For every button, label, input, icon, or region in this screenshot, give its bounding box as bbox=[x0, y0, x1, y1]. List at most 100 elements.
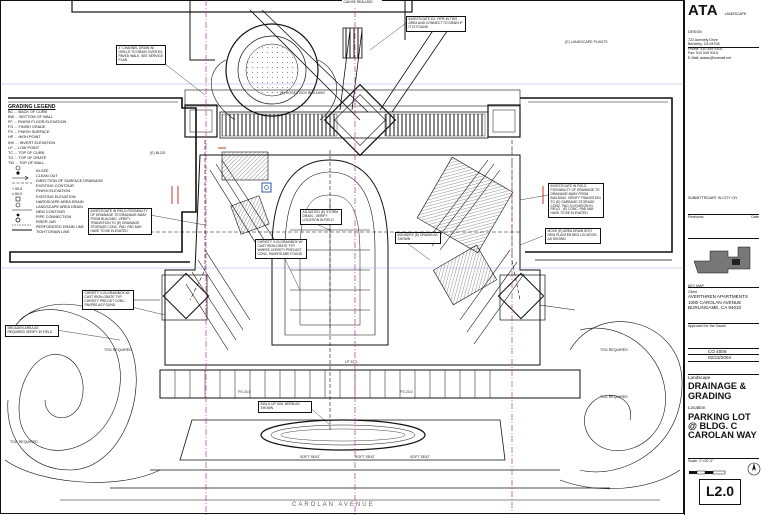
legend-symbol-glyphs: + 00.0 x 00.0 bbox=[12, 165, 32, 231]
label-elevation: SOFT SEAT bbox=[355, 455, 375, 459]
legend-abbrev: FF ... FINISH FLOOR ELEVATION bbox=[8, 120, 67, 125]
legend-symbol: EXISTING ELEVATION bbox=[36, 194, 76, 199]
legend-abbrev: TW ... TOP OF WALL bbox=[8, 160, 45, 165]
legend-abbrev: BC ... BACK OF CURB bbox=[8, 110, 48, 114]
legend-abbrev: BW ... BOTTOM OF WALL bbox=[8, 115, 54, 120]
client-name: AVERTHREN APARTMENTS bbox=[688, 294, 748, 300]
label-bldg: (E) BLDG bbox=[150, 151, 166, 155]
note-investigate-pipe: INVESTIGATE EX. PIPE IN THIS AREA AND CO… bbox=[406, 16, 466, 32]
firm-name: LANDSCAPE DESIGN bbox=[688, 12, 747, 34]
label-elevation: SOFT SEAT bbox=[410, 455, 430, 459]
firm-city: Berkeley, CA 94708 bbox=[688, 42, 720, 47]
sheet-title-block: Landscape DRAINAGE & GRADING Location PA… bbox=[688, 374, 759, 441]
job-info: CO 4006 02/23/2004 bbox=[688, 348, 759, 362]
note-broaden-area: BROADEN AREA AS REQUIRED VERIFY IN FIELD bbox=[5, 325, 59, 337]
legend-abbrev: FS ... FINISH SURFACE bbox=[8, 130, 50, 135]
label-tog-required: TOG REQUIRED bbox=[600, 395, 628, 399]
firm-email: E-Mail: atalan@hotmail.net bbox=[688, 55, 732, 60]
firm-phone: Phone: 510 549 9100 bbox=[688, 46, 723, 51]
scale-bar bbox=[689, 471, 726, 475]
legend-symbol: DIRECTION OF SURFACE DRAINAGE bbox=[36, 179, 104, 184]
label-tog-required: TOG REQUIRED bbox=[104, 348, 132, 352]
sheet-title: DRAINAGE & GRADING bbox=[688, 381, 747, 401]
date-label: Date bbox=[751, 215, 759, 220]
approved-label: Approved for the Owner bbox=[688, 324, 727, 328]
legend-symbol: IN-SEE bbox=[36, 169, 49, 174]
client-address: 1080 CAROLAN AVENUE bbox=[688, 299, 742, 305]
legend-symbol: RISER JAR bbox=[36, 219, 56, 224]
job-date: 02/23/2004 bbox=[688, 355, 759, 362]
label-tog-required: TOG REQUIRED bbox=[10, 440, 38, 444]
note-christy-drainbox-left: CHRISTY V-24 DRAINBOX W/ CAST IRON GRATE… bbox=[82, 290, 134, 310]
top-garden-circle bbox=[211, 23, 337, 121]
firm-address: 722 Aveniely Drive bbox=[688, 38, 718, 42]
approval-block: Approved for the Owner bbox=[688, 323, 759, 346]
key-map: KEY MAP bbox=[688, 238, 759, 288]
scale-block: Scale: 1"=20'-0" bbox=[688, 458, 759, 481]
discipline: Landscape bbox=[688, 375, 711, 380]
legend-symbol: EXISTING CONTOUR bbox=[36, 184, 74, 189]
sheet-number: L2.0 bbox=[699, 479, 741, 505]
revision-note: SUBMITTED/ART IN CITY CIV bbox=[688, 196, 738, 200]
note-boundry-drains: BOUNDRY (E) DRAINS AS SHOWN bbox=[395, 232, 441, 244]
note-move-area-drain: MOVE (E) AREA DRAIN INTO NEW PLANTER BED… bbox=[545, 228, 601, 244]
job-number: CO 4006 bbox=[688, 349, 759, 356]
existing-buildings bbox=[8, 0, 673, 263]
legend-title: GRADING LEGEND bbox=[8, 104, 56, 110]
note-channel-drain: 4" CHANNEL DRAIN W/ GRILLS TO DRAIN OVER… bbox=[116, 45, 166, 65]
label-elevation: FS 24.5 bbox=[238, 390, 251, 394]
note-soil-berm: BUILD UP SOIL BERM AS SHOWN bbox=[258, 401, 312, 413]
key-map-label: KEY MAP bbox=[688, 284, 704, 288]
legend-abbrev: TG ... TOP OF GRATE bbox=[8, 155, 47, 160]
legend-abbrev: HP ... HIGH POINT bbox=[8, 135, 41, 140]
legend-symbol: CLEAN OUT bbox=[36, 174, 58, 179]
existing-contours bbox=[4, 299, 683, 489]
label-elevation: SOFT SEAT bbox=[300, 455, 320, 459]
label-elevation: FS 23.0 bbox=[400, 390, 413, 394]
sheet-border bbox=[0, 0, 684, 514]
property-lines bbox=[205, 0, 513, 515]
area-drain-symbol bbox=[261, 182, 272, 193]
lower-parking-bay bbox=[60, 369, 660, 501]
location-label: Location bbox=[688, 405, 706, 411]
site-grid bbox=[0, 83, 684, 269]
parking-lot bbox=[161, 151, 546, 366]
label-tog-required: TOG REQUIRED bbox=[600, 348, 628, 352]
legend-symbol: TIGHT DRAIN LINE bbox=[36, 230, 70, 235]
legend-symbol: PERFORATED DRAIN LINE bbox=[36, 225, 85, 230]
legend-symbol: NEW CONTOUR bbox=[36, 209, 66, 214]
client-label: Client bbox=[688, 290, 698, 294]
legend-abbrev: FG ... FINISH GRADE bbox=[8, 125, 46, 130]
plaza-structures bbox=[184, 83, 521, 157]
firm-block: ATA LANDSCAPE DESIGN 722 Aveniely Drive … bbox=[688, 2, 759, 60]
note-investigate-drainage-left: INVESTIGATE IN FIELD POSSIBILITY OF DRAI… bbox=[88, 208, 152, 236]
drain-grate-icon bbox=[264, 185, 269, 190]
label-landscape-area: (E) LANDSCAPE PLANTS bbox=[565, 40, 608, 44]
client-block: Client AVERTHREN APARTMENTS 1080 CAROLAN… bbox=[688, 290, 759, 311]
north-arrow-icon bbox=[747, 462, 761, 476]
legend-abbrev: INV ... INVERT ELEVATION bbox=[8, 140, 56, 145]
label-elevation: LP 22.1 bbox=[345, 360, 358, 364]
revisions-label: Revisions bbox=[688, 215, 704, 220]
key-map-graphic bbox=[693, 246, 751, 274]
note-investigate-drainage-right: INVESTIGATE IN FIELD POSSIBILITY OF DRAI… bbox=[548, 183, 604, 219]
legend-abbrev: TC ... TOP OF CURB bbox=[8, 150, 45, 155]
grading-legend: GRADING LEGEND BC ... BACK OF CURB BW ..… bbox=[8, 104, 108, 235]
title-block: ATA LANDSCAPE DESIGN 722 Aveniely Drive … bbox=[684, 0, 762, 515]
label-ex-bldg-wall: (E) HOSES BOX BUILDING bbox=[280, 91, 325, 95]
firm-logo: ATA bbox=[688, 2, 719, 19]
firm-fax: Fax: 510 549 9115 bbox=[688, 51, 718, 56]
legend-symbol: LANDSCAPE AREA DRAIN bbox=[36, 204, 83, 209]
legend-abbrev: LP ... LOW POINT bbox=[8, 145, 40, 150]
note-christy-drainbox-center: CHRISTY V-24 DRAINBOX W/ CAST IRON GRATE… bbox=[255, 239, 307, 259]
note-adjusted-storm-drain: ADJUSTED (E) STORM DRAIN - VERIFY LOCATI… bbox=[300, 209, 342, 225]
revisions-block: SUBMITTED/ART IN CITY CIV Revisions Date bbox=[688, 196, 759, 220]
scale-text: Scale: 1"=20'-0" bbox=[688, 459, 714, 463]
legend-symbol: PIPE CONNECTION bbox=[36, 214, 72, 219]
legend-symbol: FINISH ELEVATION bbox=[36, 189, 71, 194]
street-name: CAROLAN AVENUE bbox=[292, 502, 375, 508]
svg-text:+ 00.0: + 00.0 bbox=[12, 187, 22, 191]
client-city: BURLINGAME, CA 94010 bbox=[688, 305, 742, 311]
legend-symbol: HARDSCAPE AREA DRAIN bbox=[36, 199, 84, 204]
